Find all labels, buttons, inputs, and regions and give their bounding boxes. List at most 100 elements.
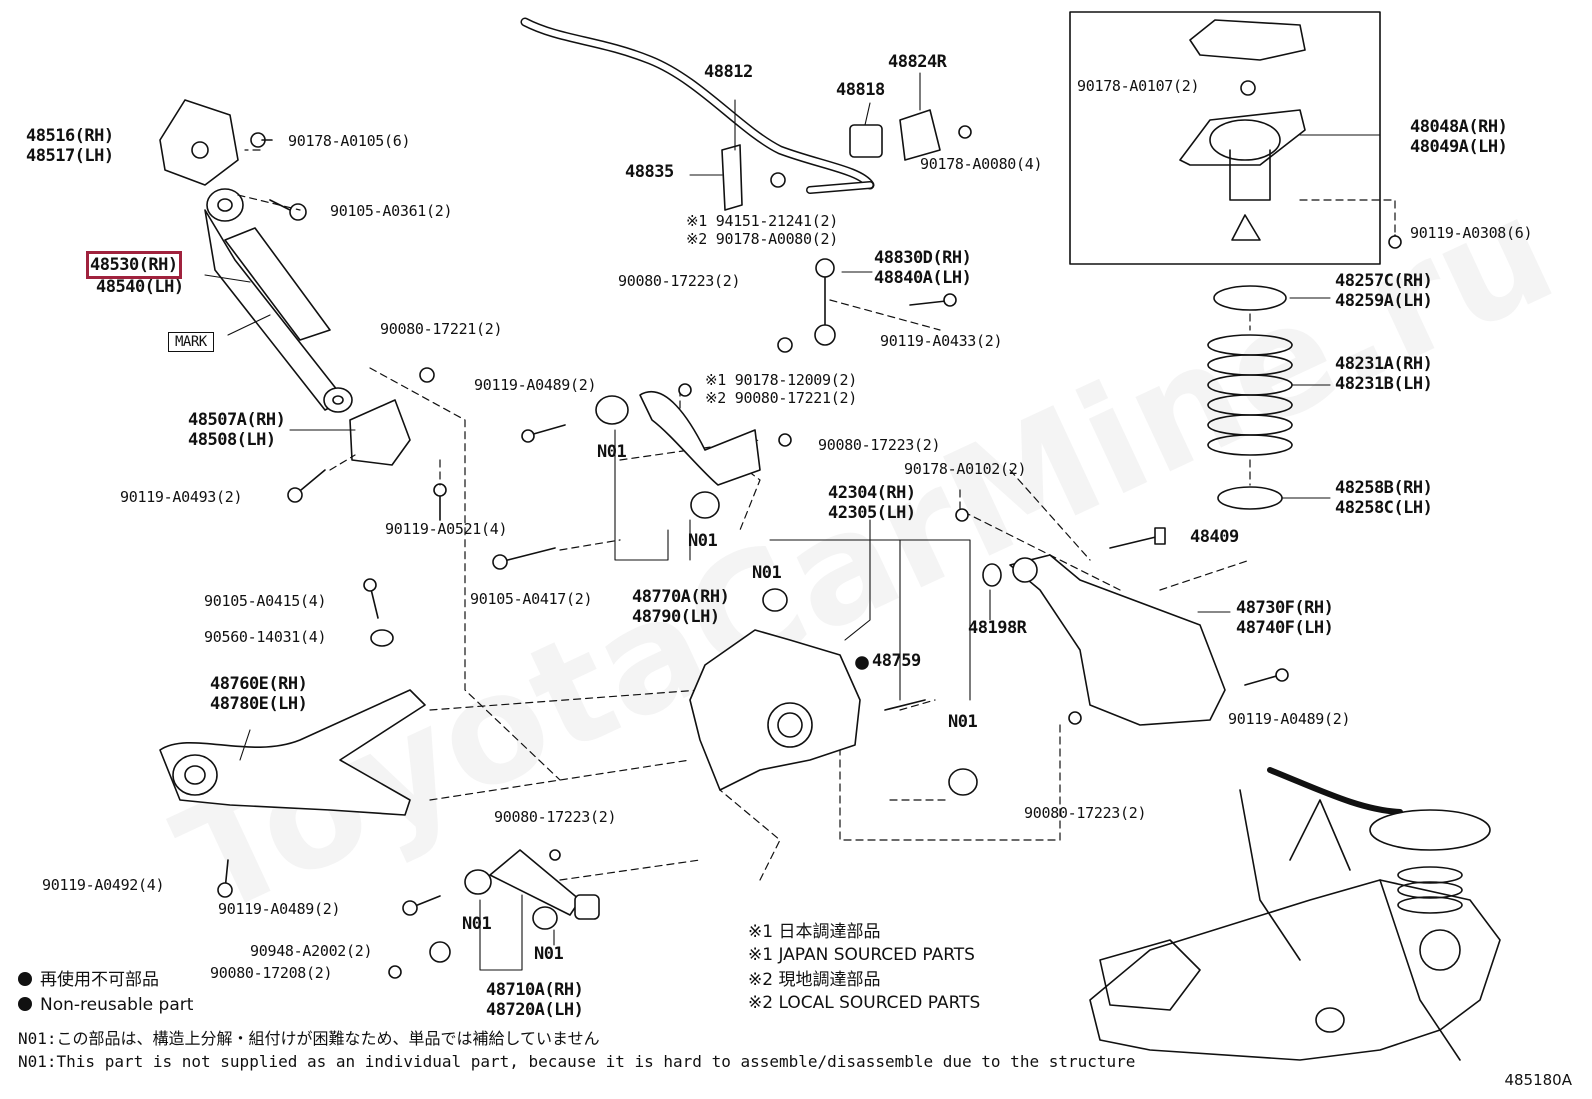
footnote-jp: N01:この部品は、構造上分解・組付けが困難なため、単品では補給していません [18,1029,600,1048]
bolt-90178-A0105 [250,132,273,148]
label-48824R: 48824R [888,52,947,72]
trailing-arm [1009,554,1226,726]
label-n01-knuckle: N01 [752,563,782,583]
label-n01-arm-lower: N01 [688,531,718,551]
legend-non-reusable-en: Non-reusable part [18,993,193,1017]
stabilizer-link [777,258,957,353]
stabilizer-bushing [849,124,883,158]
label-48830D: 48830D(RH) 48840A(LH) [874,248,972,288]
label-90119-A0433: 90119-A0433(2) [880,332,1003,350]
label-48409: 48409 [1190,527,1239,547]
label-90080-17223-bottom: 90080-17223(2) [494,808,617,826]
legend-text-en: Non-reusable part [40,995,194,1015]
bolt-90105-A0417 [492,547,556,570]
label-48258B: 48258B(RH) 48258C(LH) [1335,478,1433,518]
coil-spring [1207,334,1293,456]
nut-90080-17208 [388,965,402,979]
label-90080-17223-top: 90080-17223(2) [618,272,741,290]
upper-control-arm [639,391,761,486]
label-48770A: 48770A(RH) 48790(LH) [632,587,730,627]
label-90080-17223-mid: 90080-17223(2) [818,436,941,454]
label-48759: 48759 [872,651,921,671]
bolt-90119-A0493 [287,469,326,503]
label-48507: 48507A(RH) 48508(LH) [188,410,286,450]
note-local-sourced-jp: ※2 現地調達部品 [748,970,881,990]
label-90119-A0308: 90119-A0308(6) [1410,224,1533,242]
label-90119-A0493: 90119-A0493(2) [120,488,243,506]
label-90119-A0521: 90119-A0521(4) [385,520,508,538]
label-48231A: 48231A(RH) 48231B(LH) [1335,354,1433,394]
label-90080-17221: 90080-17221(2) [380,320,503,338]
label-90105-A0415: 90105-A0415(4) [204,592,327,610]
label-48818: 48818 [836,80,885,100]
label-n01-upper-arm: N01 [597,442,627,462]
lower-spring-seat [1217,486,1283,510]
assembly-view [1089,767,1501,1061]
legend-text-jp: 再使用不可部品 [40,970,159,990]
footnote-en: N01:This part is not supplied as an indi… [18,1052,1136,1071]
stabilizer-bracket [721,144,743,211]
label-90080-17208: 90080-17208(2) [210,964,333,982]
washer-90948 [429,941,451,963]
bushing-bracket [899,109,941,161]
bolt-90119-A0489-lower [402,895,441,916]
label-90178-12009: ※1 90178-12009(2) ※2 90080-17221(2) [705,371,857,407]
label-90178-A0105: 90178-A0105(6) [288,132,411,150]
lower-control-arm [159,689,426,816]
label-48540: 48540(LH) [96,277,184,297]
label-90560-14031: 90560-14031(4) [204,628,327,646]
label-90105-A0417: 90105-A0417(2) [470,590,593,608]
label-90119-A0489-lower: 90119-A0489(2) [218,900,341,918]
bullet-icon [18,997,32,1011]
label-90105-A0361: 90105-A0361(2) [330,202,453,220]
note-local-sourced-en: ※2 LOCAL SOURCED PARTS [748,993,981,1013]
label-48835: 48835 [625,162,674,182]
label-90178-A0107: 90178-A0107(2) [1077,77,1200,95]
strut-mount-group [1069,11,1381,265]
label-48760E: 48760E(RH) 48780E(LH) [210,674,308,714]
label-90119-A0489-upper: 90119-A0489(2) [474,376,597,394]
label-48198R: 48198R [968,618,1027,638]
label-48730F: 48730F(RH) 48740F(LH) [1236,598,1334,638]
callout-lines [204,72,1381,971]
label-48048A: 48048A(RH) 48049A(LH) [1410,117,1508,157]
label-n01-toe-left: N01 [462,914,492,934]
bolt-90119-A0489-trailing [1244,668,1289,686]
bullet-icon [18,972,32,986]
bolt-90119-A0489-upper [521,424,566,443]
mark-label: MARK [168,332,214,352]
label-42304: 42304(RH) 42305(LH) [828,483,916,523]
label-48812: 48812 [704,62,753,82]
label-90080-17223-right: 90080-17223(2) [1024,804,1147,822]
label-90178-A0080: 90178-A0080(4) [920,155,1043,173]
label-90119-A0489-trailing: 90119-A0489(2) [1228,710,1351,728]
label-48530-highlighted[interactable]: 48530(RH) [86,251,182,279]
label-n01-toe-right: N01 [534,944,564,964]
note-jp-sourced-en: ※1 JAPAN SOURCED PARTS [748,945,975,965]
legend-non-reusable-jp: 再使用不可部品 [18,968,159,992]
washer-90560-14031 [370,629,394,647]
nut-90080-17221 [419,367,435,383]
bolt-90105-A0415 [363,578,379,619]
bolt-48409 [1109,527,1166,549]
note-jp-sourced-jp: ※1 日本調達部品 [748,922,881,942]
diagram-code: 485180A [1504,1071,1572,1089]
label-90178-A0102: 90178-A0102(2) [904,460,1027,478]
upper-spring-seat [1213,285,1287,311]
leader-lines [237,149,1396,881]
bolt-90119-A0521 [433,483,447,521]
shock-absorber [204,188,353,413]
label-48257C: 48257C(RH) 48259A(LH) [1335,271,1433,311]
label-48710A: 48710A(RH) 48720A(LH) [486,980,584,1020]
label-90119-A0492: 90119-A0492(4) [42,876,165,894]
toe-link [464,849,600,930]
bolt-90119-A0308 [1388,234,1402,249]
lower-bracket [349,399,411,466]
bolt-90119-A0492 [217,859,233,898]
label-94151-21241: ※1 94151-21241(2) ※2 90178-A0080(2) [686,212,838,248]
label-90948-A2002: 90948-A2002(2) [250,942,373,960]
label-n01-bushing: N01 [948,712,978,732]
label-48516: 48516(RH) 48517(LH) [26,126,114,166]
bolt-90105-A0361 [269,199,307,221]
